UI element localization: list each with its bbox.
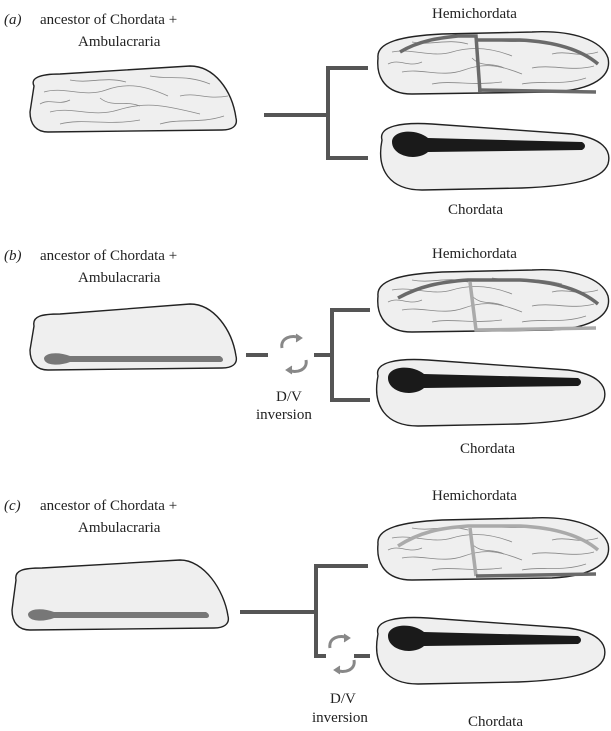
panel-a-letter: (a) bbox=[4, 12, 22, 28]
panel-b-ancestor-line2: Ambulacraria bbox=[78, 270, 161, 286]
panel-a-ancestor-line1: ancestor of Chordata + bbox=[40, 12, 177, 28]
panel-c-hemichordate bbox=[377, 517, 610, 581]
panel-a: (a) ancestor of Chordata + Ambulacraria bbox=[4, 6, 610, 218]
panel-c-tree bbox=[240, 564, 370, 658]
panel-b-ancestor-line1: ancestor of Chordata + bbox=[40, 248, 177, 264]
panel-c-inversion-line2: inversion bbox=[312, 710, 368, 726]
panel-c-chordate bbox=[375, 616, 606, 685]
panel-c-chordata-label: Chordata bbox=[468, 714, 523, 730]
panel-c-inversion-icon bbox=[328, 633, 356, 675]
panel-b-inversion-icon bbox=[280, 333, 308, 375]
panel-b-inversion-line1: D/V bbox=[276, 389, 302, 405]
panel-a-hemichordata-label: Hemichordata bbox=[432, 6, 517, 22]
panel-b-inversion-line2: inversion bbox=[256, 407, 312, 423]
panel-b-letter: (b) bbox=[4, 248, 22, 264]
panel-c-ancestor-body bbox=[11, 559, 230, 631]
panel-a-ancestor-line2: Ambulacraria bbox=[78, 34, 161, 50]
panel-a-chordate bbox=[379, 122, 610, 191]
panel-c-inversion-line1: D/V bbox=[330, 691, 356, 707]
panel-a-hemichordate bbox=[377, 31, 610, 95]
panel-c-ancestor-line2: Ambulacraria bbox=[78, 520, 161, 536]
panel-b-ancestor-body bbox=[29, 303, 238, 371]
panel-a-ancestor-body bbox=[29, 65, 238, 133]
panel-b: (b) ancestor of Chordata + Ambulacraria … bbox=[4, 246, 610, 457]
panel-b-hemichordate bbox=[377, 269, 610, 333]
panel-c-letter: (c) bbox=[4, 498, 21, 514]
panel-c-ancestor-line1: ancestor of Chordata + bbox=[40, 498, 177, 514]
panel-b-hemichordata-label: Hemichordata bbox=[432, 246, 517, 262]
panel-c: (c) ancestor of Chordata + Ambulacraria … bbox=[4, 488, 610, 730]
panel-b-chordate bbox=[375, 358, 606, 427]
panel-a-tree bbox=[264, 66, 368, 160]
panel-b-chordata-label: Chordata bbox=[460, 441, 515, 457]
panel-a-chordata-label: Chordata bbox=[448, 202, 503, 218]
panel-c-hemichordata-label: Hemichordata bbox=[432, 488, 517, 504]
panel-b-tree bbox=[246, 308, 370, 402]
